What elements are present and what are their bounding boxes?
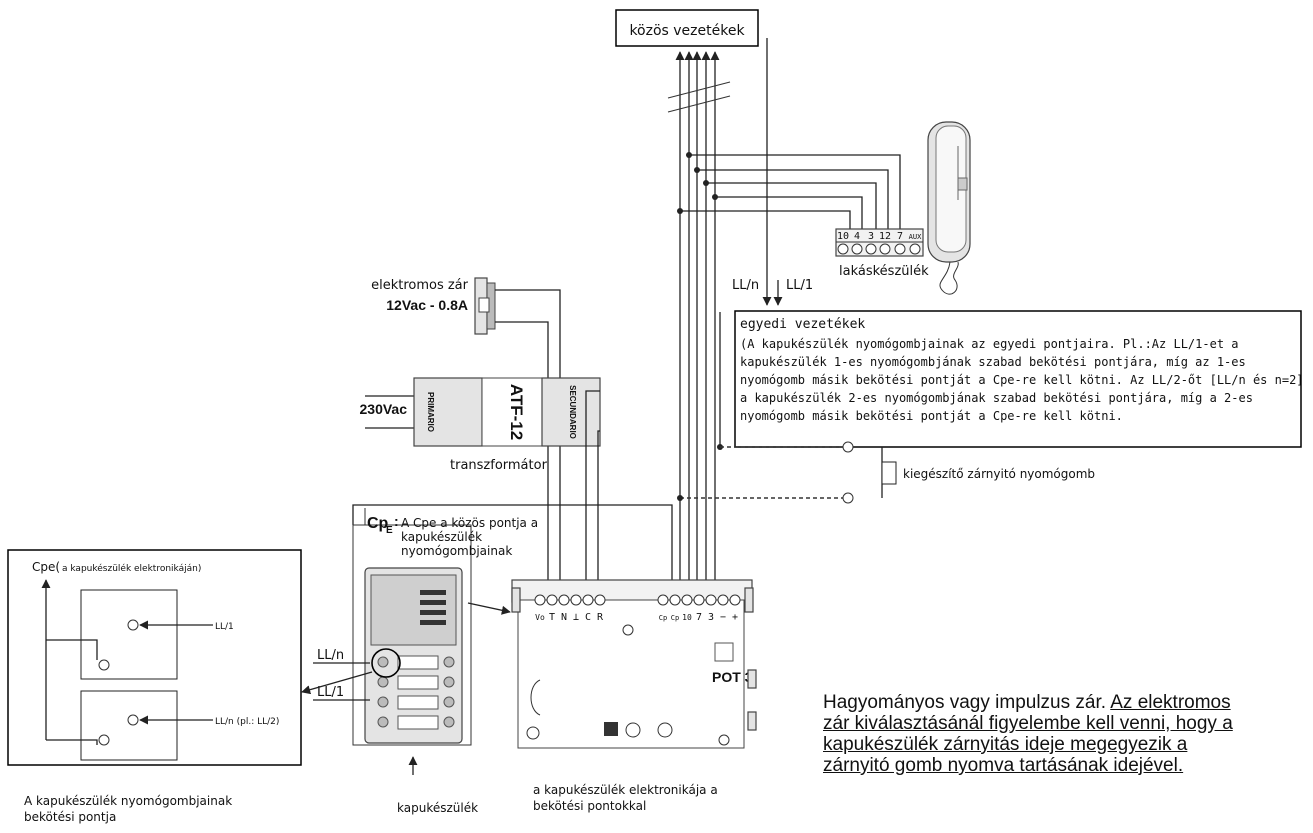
svg-text:A kapukészülék nyomógombjainak: A kapukészülék nyomógombjainak [24,794,232,808]
svg-text:egyedi vezetékek: egyedi vezetékek [740,317,865,332]
svg-text:C: C [585,612,591,623]
button-wiring-inset: Cpe( a kapukészülék elektronikáján) LL/1… [7,549,373,824]
svg-text:közös vezetékek: közös vezetékek [629,23,745,39]
svg-text:kiegészítő zárnyitó nyomógomb: kiegészítő zárnyitó nyomógomb [903,467,1095,481]
svg-text:LL/n (pl.: LL/2): LL/n (pl.: LL/2) [215,717,279,727]
panel-lln-label: LL/n [317,648,344,663]
apartment-unit-label: lakáskészülék [839,264,929,279]
svg-text:N: N [561,612,567,623]
svg-text:Cp: Cp [367,515,389,532]
individual-wire-arrows: LL/n LL/1 [732,38,813,306]
svg-text:ATF-12: ATF-12 [507,384,526,440]
svg-text:12: 12 [879,231,891,242]
svg-text:(A kapukészülék nyomógombjaina: (A kapukészülék nyomógombjainak az egyed… [740,337,1239,351]
svg-text:POT 3: POT 3 [712,669,753,685]
intercom-handset-icon [927,121,971,295]
svg-text:bekötési pontja: bekötési pontja [24,810,116,824]
svg-text:+: + [732,612,738,623]
svg-text:7: 7 [897,231,903,242]
cpe-wire [352,504,673,580]
svg-text:A Cpe a közös pontja a: A Cpe a közös pontja a [401,516,538,530]
svg-text:3: 3 [708,612,714,623]
svg-text:nyomógomb másik bekötési pontj: nyomógomb másik bekötési pontját a Cpe-r… [740,373,1304,387]
svg-text:−: − [720,612,726,623]
ll1-label: LL/1 [786,278,813,293]
svg-text:Cp: Cp [671,614,679,622]
svg-text:nyomógomb másik bekötési pontj: nyomógomb másik bekötési pontját a Cpe-r… [740,409,1123,423]
lock-note: Hagyományos vagy impulzus zár. Az elektr… [823,692,1233,776]
extra-unlock-button: kiegészítő zárnyitó nyomógomb [677,312,1095,504]
svg-text:nyomógombjainak: nyomógombjainak [401,544,512,558]
svg-text:elektromos zár: elektromos zár [371,278,469,293]
apartment-wiring [677,152,901,230]
transformer: 230Vac PRIMARIO ATF-12 SECUNDARIO transz… [360,377,601,580]
electronics-board: Vo T N ⊥ C R Cp Cp 10 7 3 − + POT 3 a ka… [511,579,757,813]
door-station-panel: LL/n LL/1 kapukészülék [313,567,511,815]
svg-text:T: T [549,612,555,623]
svg-text:⊥: ⊥ [573,612,579,623]
svg-text:transzformátor: transzformátor [450,458,548,473]
svg-text:PRIMARIO: PRIMARIO [426,392,435,432]
svg-text:a kapukészülék 2-es nyomógombj: a kapukészülék 2-es nyomógombjának szaba… [740,391,1253,405]
svg-text:E: E [386,525,393,536]
svg-text:kapukészülék: kapukészülék [397,801,478,815]
svg-text:a kapukészülék elektronikáján): a kapukészülék elektronikáján) [62,563,201,574]
svg-text:kapukészülék: kapukészülék [401,530,482,544]
svg-text:R: R [597,612,604,623]
common-bus-wires [667,51,731,585]
svg-text:10: 10 [682,613,692,622]
svg-text:AUX: AUX [909,233,922,241]
individual-wires-box: egyedi vezetékek (A kapukészülék nyomógo… [734,310,1304,448]
electric-lock: elektromos zár 12Vac - 0.8A [371,277,561,580]
svg-text:SECUNDARIO: SECUNDARIO [568,385,577,439]
svg-text:LL/1: LL/1 [215,622,234,632]
common-wires-label: közös vezetékek [615,9,759,47]
svg-text:230Vac: 230Vac [360,401,408,417]
svg-text:12Vac - 0.8A: 12Vac - 0.8A [386,297,468,313]
svg-text:4: 4 [854,231,860,242]
svg-text:bekötési pontokkal: bekötési pontokkal [533,799,646,813]
svg-text:Vo: Vo [535,613,545,622]
panel-ll1-label: LL/1 [317,685,344,700]
apartment-terminal-block: 10 4 3 12 7 AUX lakáskészülék [835,228,929,279]
svg-text:Cpe(: Cpe( [32,560,60,574]
svg-text:10: 10 [837,231,849,242]
svg-text:a kapukészülék elektronikája a: a kapukészülék elektronikája a [533,783,718,797]
svg-text:7: 7 [696,612,702,623]
svg-text:3: 3 [868,231,874,242]
svg-text::: : [394,513,399,529]
lln-label: LL/n [732,278,759,293]
svg-text:Cp: Cp [659,614,667,622]
svg-text:kapukészülék 1-es nyomógombján: kapukészülék 1-es nyomógombjának szabad … [740,355,1246,369]
